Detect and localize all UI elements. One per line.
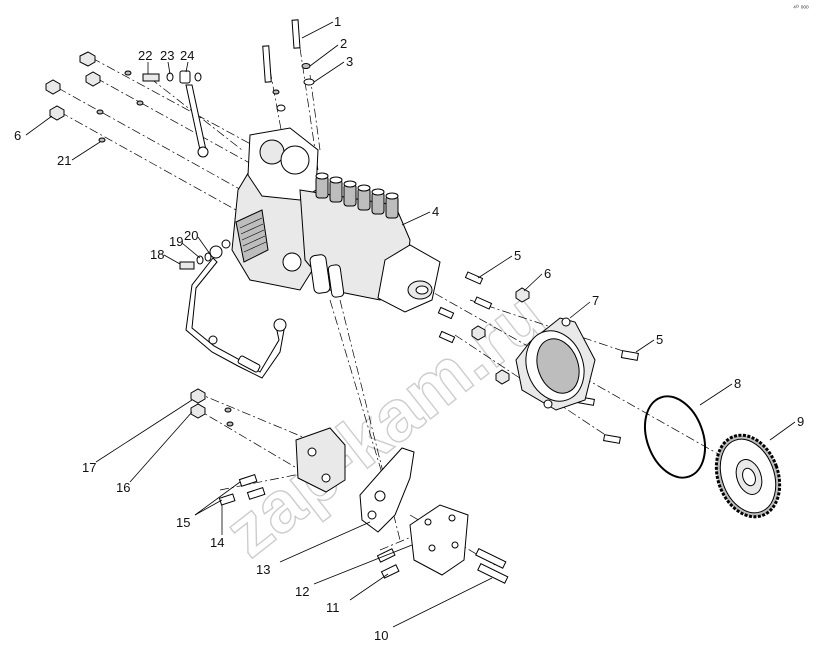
drive-gear [714, 433, 782, 519]
callout-6-right: 6 [544, 266, 551, 281]
callout-21: 21 [57, 153, 71, 168]
front-studs [437, 271, 639, 444]
callout-13: 13 [256, 562, 270, 577]
lower-fasteners [190, 388, 509, 584]
callout-7: 7 [592, 293, 599, 308]
callout-10: 10 [374, 628, 388, 643]
callout-8: 8 [734, 376, 741, 391]
callout-17: 17 [82, 460, 96, 475]
callout-2: 2 [340, 36, 347, 51]
callouts: 1 2 3 4 5 6 7 5 8 9 6 21 22 23 24 18 19 … [14, 14, 804, 643]
o-ring [644, 395, 706, 479]
callout-19: 19 [169, 234, 183, 249]
callout-20: 20 [184, 228, 198, 243]
leader-lines [25, 21, 796, 628]
callout-6-left: 6 [14, 128, 21, 143]
left-fasteners [45, 51, 144, 143]
callout-22: 22 [138, 48, 152, 63]
banjo-bolt-assembly [142, 70, 209, 158]
callout-4: 4 [432, 204, 439, 219]
callout-15: 15 [176, 515, 190, 530]
callout-14: 14 [210, 535, 224, 550]
injection-pump [231, 127, 441, 313]
adapter-housing [515, 317, 596, 411]
callout-24: 24 [180, 48, 194, 63]
callout-16: 16 [116, 480, 130, 495]
mounting-plate [409, 504, 469, 576]
callout-5-upper: 5 [514, 248, 521, 263]
callout-5-lower: 5 [656, 332, 663, 347]
watermark: zap-kam.ru [211, 276, 560, 573]
callout-12: 12 [295, 584, 309, 599]
callout-9: 9 [797, 414, 804, 429]
corner-mark: ⁴⁰ ᵒᵒᵒ [793, 4, 809, 12]
fuel-return-pipe [179, 239, 287, 379]
callout-18: 18 [150, 247, 164, 262]
support-bracket [295, 427, 415, 533]
callout-23: 23 [160, 48, 174, 63]
callout-11: 11 [326, 600, 340, 615]
callout-1: 1 [334, 14, 341, 29]
top-studs [262, 19, 315, 112]
delivery-valves [315, 172, 399, 219]
callout-3: 3 [346, 54, 353, 69]
